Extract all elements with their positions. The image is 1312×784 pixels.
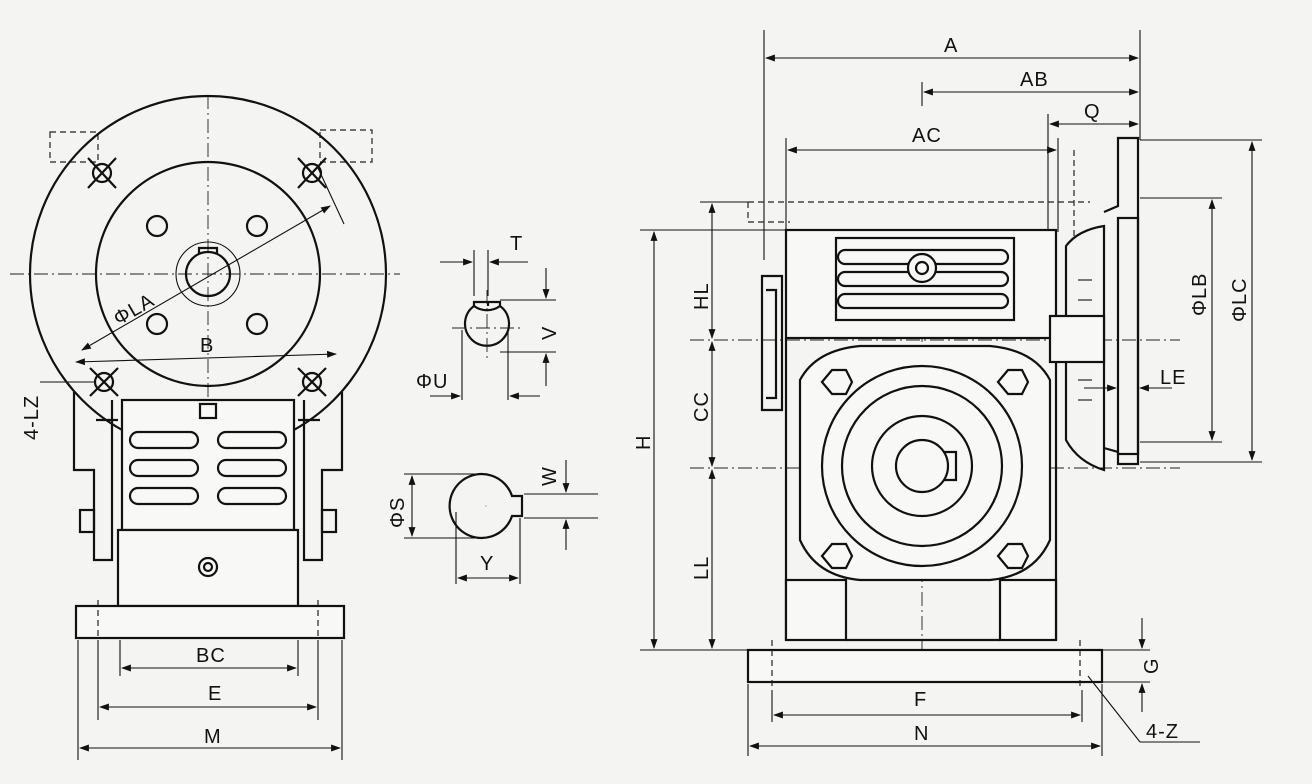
label-e: E xyxy=(208,683,222,705)
label-hl: HL xyxy=(691,282,713,310)
front-view: ΦLA B 4-LZ xyxy=(10,94,400,760)
shaft-details: T V ΦU W ΦS Y xyxy=(387,233,598,584)
label-phi-s: ΦS xyxy=(387,497,409,528)
label-phi-u: ΦU xyxy=(416,371,448,393)
label-phi-lc: ΦLC xyxy=(1229,277,1251,322)
label-v: V xyxy=(539,326,561,340)
label-cc: CC xyxy=(691,391,713,422)
label-ac: AC xyxy=(912,125,942,147)
label-phi-la: ΦLA xyxy=(110,289,159,330)
label-ll: LL xyxy=(691,556,713,580)
label-q: Q xyxy=(1084,101,1101,123)
label-b: B xyxy=(200,335,214,357)
side-view: A AB Q AC xyxy=(633,30,1262,756)
label-bc: BC xyxy=(196,645,226,667)
label-4-lz: 4-LZ xyxy=(21,395,43,440)
label-h: H xyxy=(633,435,655,450)
label-g: G xyxy=(1141,657,1163,674)
label-m: M xyxy=(204,726,222,748)
label-ab: AB xyxy=(1020,69,1049,91)
label-f: F xyxy=(914,689,927,711)
label-a: A xyxy=(944,35,958,57)
label-le: LE xyxy=(1160,367,1186,389)
label-4-z: 4-Z xyxy=(1146,721,1179,743)
label-y: Y xyxy=(480,553,494,575)
label-t: T xyxy=(510,233,523,255)
label-phi-lb: ΦLB xyxy=(1189,273,1211,316)
label-n: N xyxy=(914,723,929,745)
label-w: W xyxy=(539,466,561,486)
